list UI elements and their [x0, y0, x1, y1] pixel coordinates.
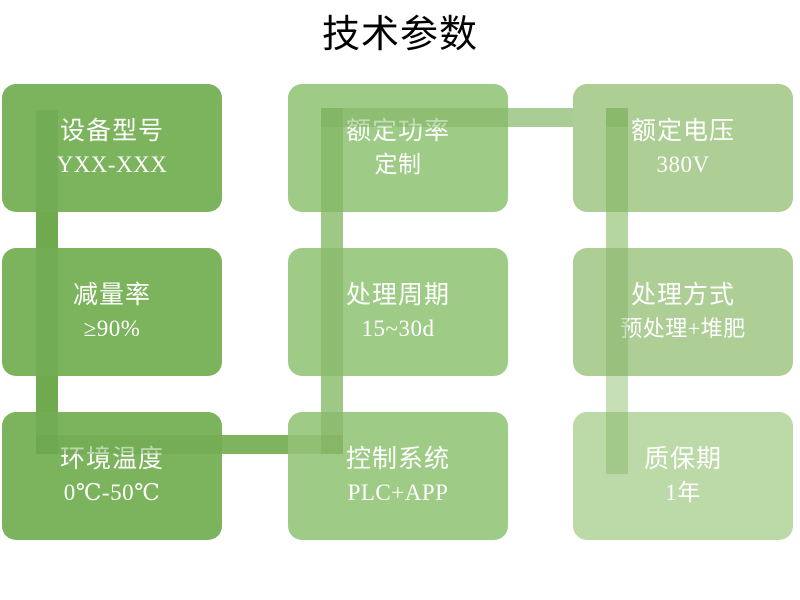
card-power[interactable]: 额定功率 定制 [288, 84, 508, 212]
card-method-value: 预处理+堆肥 [620, 316, 746, 341]
card-temperature-label: 环境温度 [59, 446, 164, 473]
card-power-value: 定制 [374, 152, 422, 177]
card-model-value: YXX-XXX [56, 152, 168, 177]
page-title: 技术参数 [321, 14, 478, 56]
card-warranty-value: 1年 [665, 480, 701, 505]
connector-temperature-to-control [212, 435, 302, 454]
card-method[interactable]: 处理方式 预处理+堆肥 [573, 248, 793, 376]
card-temperature-value: 0℃-50℃ [63, 480, 161, 505]
card-model-label: 设备型号 [59, 118, 164, 145]
card-reduction-label: 减量率 [72, 282, 151, 309]
card-model[interactable]: 设备型号 YXX-XXX [2, 84, 222, 212]
card-power-label: 额定功率 [345, 118, 450, 145]
card-warranty[interactable]: 质保期 1年 [573, 412, 793, 540]
card-temperature[interactable]: 环境温度 0℃-50℃ [2, 412, 222, 540]
card-control-label: 控制系统 [345, 446, 450, 473]
connector-power-to-voltage [500, 108, 590, 127]
card-control[interactable]: 控制系统 PLC+APP [288, 412, 508, 540]
card-cycle-label: 处理周期 [345, 282, 450, 309]
card-voltage[interactable]: 额定电压 380V [573, 84, 793, 212]
card-cycle-value: 15~30d [361, 316, 435, 341]
card-warranty-label: 质保期 [643, 446, 722, 473]
card-control-value: PLC+APP [347, 480, 449, 505]
card-reduction[interactable]: 减量率 ≥90% [2, 248, 222, 376]
card-cycle[interactable]: 处理周期 15~30d [288, 248, 508, 376]
card-method-label: 处理方式 [630, 282, 735, 309]
card-reduction-value: ≥90% [83, 316, 141, 341]
card-voltage-label: 额定电压 [630, 118, 735, 145]
card-voltage-value: 380V [656, 152, 710, 177]
